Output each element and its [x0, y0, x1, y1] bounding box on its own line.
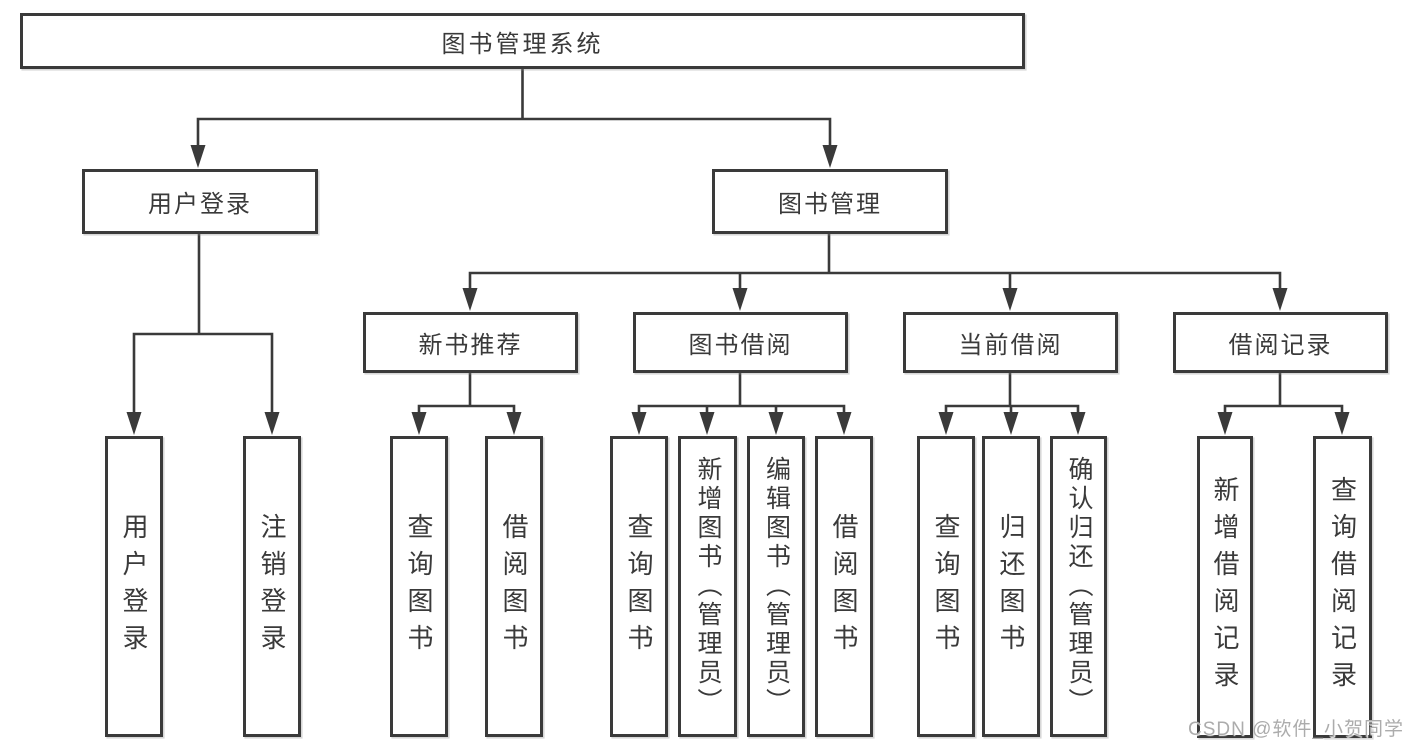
leaf-confirm-return-admin: 确认归还（管理员） — [1050, 436, 1107, 737]
node-book-borrowing: 图书借阅 — [633, 312, 848, 373]
csdn-watermark: CSDN @软件_小贺同学 — [1188, 719, 1404, 740]
leaf-add-book-admin: 新增图书（管理员） — [678, 436, 737, 737]
node-new-book-recommendation: 新书推荐 — [363, 312, 578, 373]
leaf-borrow-books: 借阅图书 — [815, 436, 873, 737]
arrowheads — [126, 145, 1350, 435]
leaf-query-books-current: 查询图书 — [917, 436, 975, 737]
node-current-borrowing: 当前借阅 — [903, 312, 1118, 373]
leaf-logout: 注销登录 — [243, 436, 301, 737]
node-borrowing-records: 借阅记录 — [1173, 312, 1388, 373]
leaf-user-login: 用户登录 — [105, 436, 163, 737]
leaf-query-books-recommend: 查询图书 — [390, 436, 448, 737]
node-library-management-system: 图书管理系统 — [20, 13, 1025, 69]
leaf-query-books-borrow: 查询图书 — [610, 436, 668, 737]
node-book-management: 图书管理 — [712, 169, 948, 234]
leaf-return-book: 归还图书 — [982, 436, 1040, 737]
leaf-borrow-books-recommend: 借阅图书 — [485, 436, 543, 737]
leaf-query-borrow-record: 查询借阅记录 — [1313, 436, 1372, 738]
leaf-edit-book-admin: 编辑图书（管理员） — [747, 436, 805, 737]
node-user-login: 用户登录 — [82, 169, 318, 234]
leaf-add-borrow-record: 新增借阅记录 — [1197, 436, 1253, 738]
